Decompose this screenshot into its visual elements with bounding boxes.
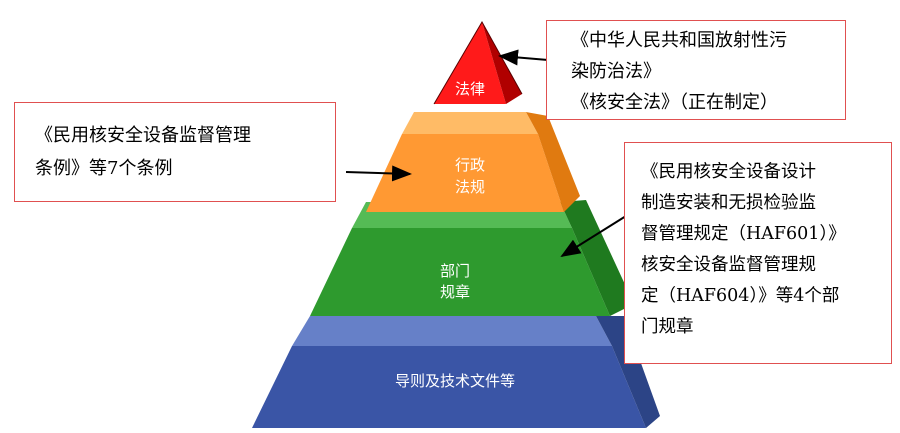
callout-admin-line-2: 条例》等7个条例 [35,158,173,179]
tier-admin: 行政 法规 [366,112,580,212]
tier-dept-label-1: 部门 [440,262,470,280]
tier-admin-top [402,112,538,134]
callout-dept-line-6: 门规章 [641,317,694,337]
arrow-dept [560,215,627,258]
tier-guide: 导则及技术文件等 [252,316,660,428]
callout-dept-line-3: 督管理规定（HAF601）》 [641,224,846,244]
tier-dept-label-2: 规章 [440,283,470,301]
tier-law-outline [433,20,523,105]
arrow-law [498,49,549,66]
tier-admin-label-2: 法规 [455,178,485,196]
tier-dept-front [310,228,610,316]
tier-guide-side [596,316,660,428]
callout-law-line-3: 《核安全法》（正在制定） [571,92,778,113]
callout-law-line-1: 《中华人民共和国放射性污 [571,30,787,51]
tier-guide-top [292,316,612,346]
tier-guide-front [252,346,646,428]
tier-admin-label-1: 行政 [455,156,485,174]
tier-guide-label: 导则及技术文件等 [395,372,515,390]
arrow-admin [345,165,412,182]
tier-admin-front [366,134,564,212]
tier-law: 法律 [433,20,523,105]
callout-law-line-2: 染防治法》 [571,61,661,82]
callout-law: 《中华人民共和国放射性污 染防治法》 《核安全法》（正在制定） [546,20,846,120]
callout-admin: 《民用核安全设备监督管理 条例》等7个条例 [14,102,336,202]
tier-admin-side [526,112,580,212]
callout-dept: 《民用核安全设备设计 制造安装和无损检验监 督管理规定（HAF601）》 核安全… [624,142,892,364]
callout-dept-line-1: 《民用核安全设备设计 [641,162,816,182]
tier-law-label: 法律 [455,80,485,98]
callout-dept-line-5: 定（HAF604）》等4个部 [641,286,840,306]
tier-dept: 部门 规章 [310,200,634,316]
tier-dept-side [560,200,634,316]
callout-dept-line-4: 核安全设备监督管理规 [641,255,816,275]
callout-admin-line-1: 《民用核安全设备监督管理 [35,125,251,146]
callout-dept-line-2: 制造安装和无损检验监 [641,193,816,213]
